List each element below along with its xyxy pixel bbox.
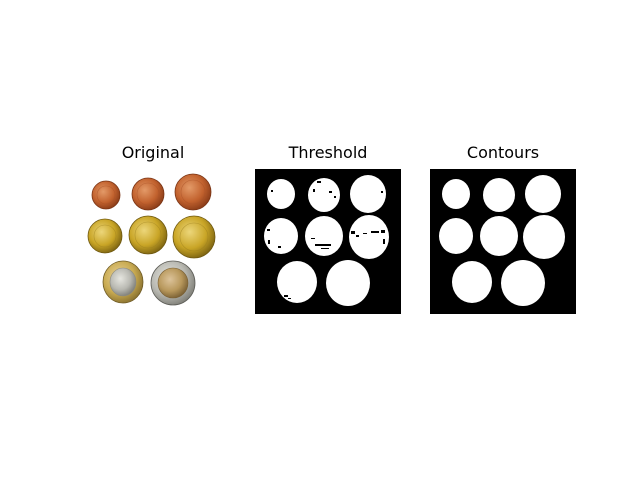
coin-2-cent bbox=[131, 177, 165, 211]
coin-2-euro bbox=[150, 260, 196, 306]
threshold-title: Threshold bbox=[288, 143, 368, 162]
original-title: Original bbox=[121, 143, 185, 162]
threshold-image bbox=[255, 169, 401, 314]
contours-image bbox=[430, 169, 576, 314]
contours-title: Contours bbox=[466, 143, 540, 162]
original-panel: Original bbox=[80, 143, 226, 314]
threshold-panel: Threshold bbox=[255, 143, 401, 314]
coin-1-euro bbox=[102, 260, 144, 304]
coin-50-cent bbox=[172, 215, 216, 259]
coin-1-cent bbox=[91, 180, 121, 210]
original-image bbox=[80, 169, 226, 314]
coin-20-cent bbox=[128, 215, 168, 255]
coin-5-cent bbox=[174, 173, 212, 211]
coin-10-cent bbox=[87, 218, 123, 254]
contours-panel: Contours bbox=[430, 143, 576, 314]
